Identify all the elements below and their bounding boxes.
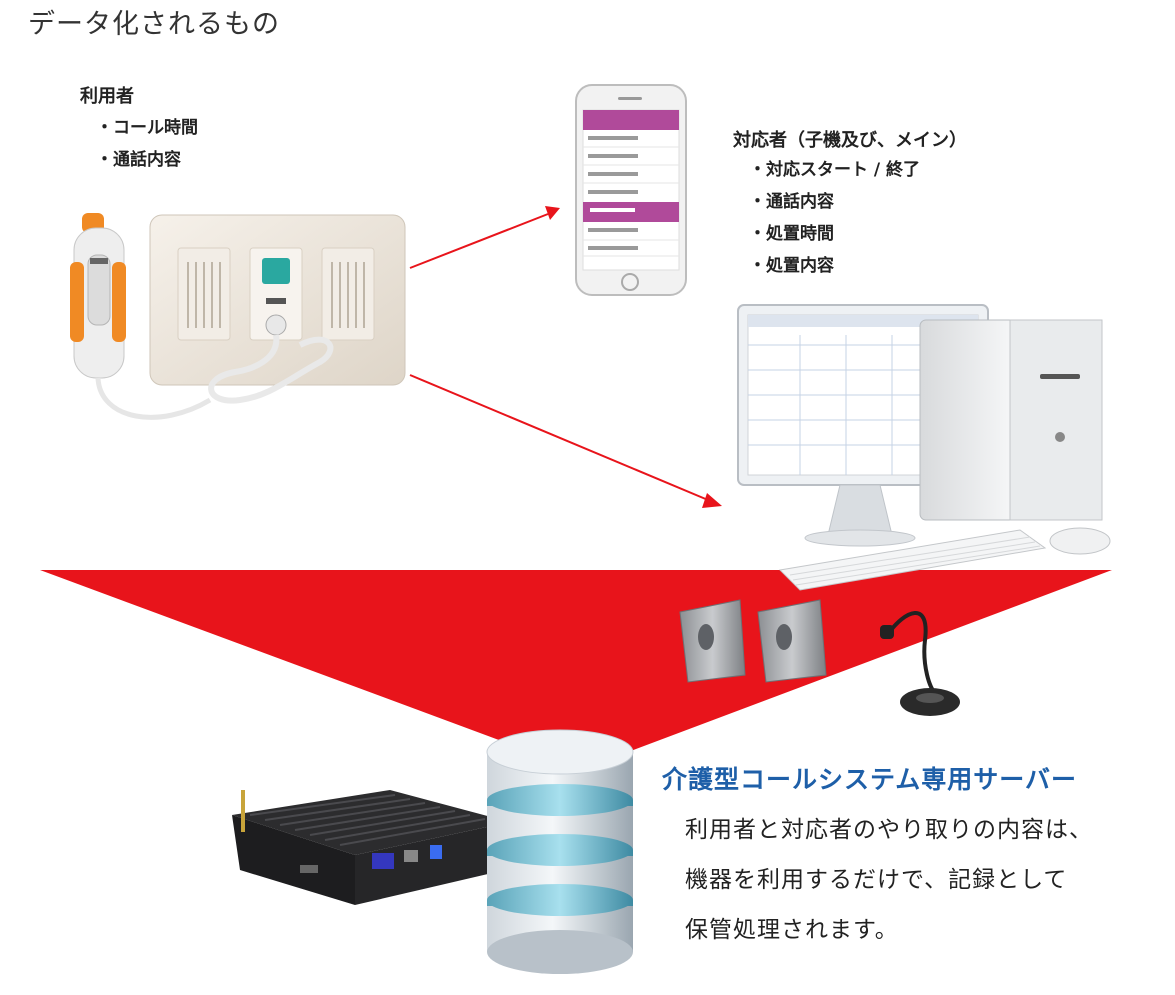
responder-heading: 対応者（子機及び、メイン）: [733, 130, 967, 151]
responder-data-group: 対応者（子機及び、メイン） ・対応スタート / 終了 ・通話内容 ・処置時間 ・…: [733, 126, 967, 282]
server-description-line: 機器を利用するだけで、記録として: [685, 867, 1068, 893]
nurse-call-panel-icon: [149, 214, 406, 404]
arrow-to-smartphone: [409, 206, 560, 269]
data-funnel-triangle: [40, 570, 1112, 770]
arrow-to-computer: [409, 374, 722, 508]
responder-item: ・通話内容: [749, 192, 834, 212]
user-item: ・通話内容: [96, 150, 181, 170]
microphone-icon: [880, 611, 960, 716]
smartphone-icon: [575, 84, 687, 296]
responder-item: ・処置内容: [749, 256, 834, 276]
nurse-call-handset-icon: [70, 213, 212, 420]
desktop-computer-icon: [737, 304, 1111, 591]
server-title: 介護型コールシステム専用サーバー: [662, 765, 1078, 794]
speakers-icon: [679, 599, 827, 683]
responder-item: ・対応スタート / 終了: [749, 160, 921, 180]
user-data-group: 利用者 ・コール時間 ・通話内容: [80, 82, 198, 176]
mini-pc-icon: [232, 790, 510, 905]
database-icon: [486, 729, 634, 974]
server-description-line: 保管処理されます。: [685, 917, 899, 943]
page-title: データ化されるもの: [28, 9, 280, 40]
user-item: ・コール時間: [96, 118, 198, 138]
server-description: 利用者と対応者のやり取りの内容は、 機器を利用するだけで、記録として 保管処理さ…: [685, 805, 1093, 955]
user-heading: 利用者: [80, 86, 134, 107]
server-description-line: 利用者と対応者のやり取りの内容は、: [685, 817, 1093, 843]
responder-item: ・処置時間: [749, 224, 834, 244]
